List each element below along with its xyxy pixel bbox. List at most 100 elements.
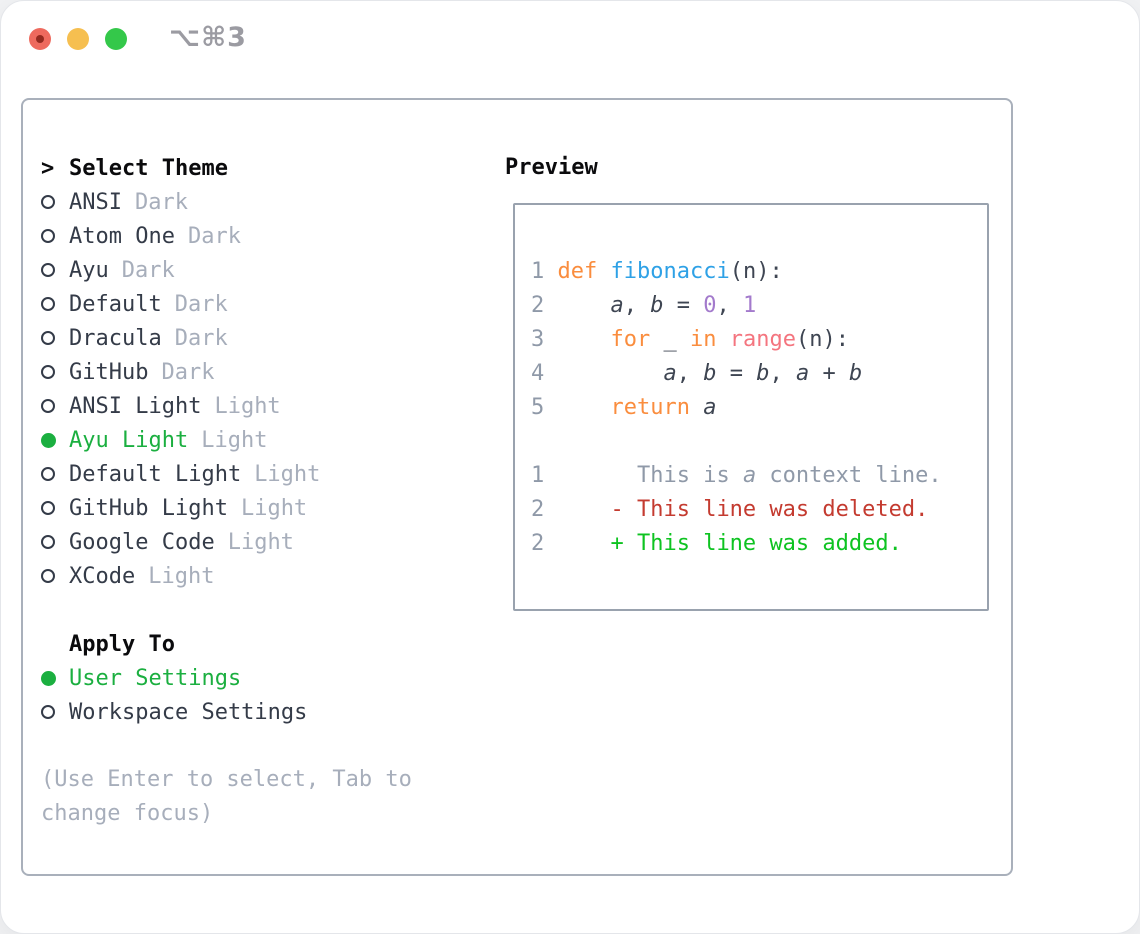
theme-item-google-code[interactable]: Google Code Light bbox=[41, 525, 496, 559]
line-number: 2 bbox=[531, 497, 558, 522]
code-segment: 0 bbox=[703, 293, 717, 318]
select-theme-title: Select Theme bbox=[69, 155, 228, 181]
theme-variant-badge: Dark bbox=[174, 325, 228, 351]
code-segment: + This line was added. bbox=[557, 531, 902, 556]
preview-column: Preview 1 def fibonacci(n):2 a, b = 0, 1… bbox=[505, 151, 1005, 611]
code-line: 1 This is a context line. bbox=[531, 459, 987, 493]
code-segment bbox=[558, 361, 664, 386]
code-segment: This is bbox=[557, 463, 743, 488]
radio-icon bbox=[41, 297, 69, 311]
theme-item-ayu-light[interactable]: Ayu Light Light bbox=[41, 423, 496, 457]
radio-icon bbox=[41, 195, 69, 209]
titlebar: ⌥⌘3 bbox=[1, 1, 1139, 77]
code-segment: - This line was deleted. bbox=[557, 497, 929, 522]
theme-name: GitHub Light bbox=[69, 495, 228, 521]
theme-variant-badge: Light bbox=[148, 563, 215, 589]
code-segment: (n): bbox=[729, 259, 783, 284]
code-segment: b bbox=[703, 361, 717, 386]
code-line: 1 def fibonacci(n): bbox=[531, 255, 987, 289]
line-number: 3 bbox=[531, 327, 558, 352]
code-segment: _ bbox=[650, 327, 690, 352]
code-segment: def bbox=[557, 259, 598, 284]
apply-option-user-settings[interactable]: User Settings bbox=[41, 661, 496, 695]
radio-icon bbox=[41, 263, 69, 277]
theme-variant-badge: Dark bbox=[161, 359, 215, 385]
code-segment: fibonacci bbox=[610, 259, 730, 284]
code-segment: a bbox=[742, 463, 757, 488]
line-number: 5 bbox=[531, 395, 558, 420]
code-segment: = bbox=[663, 293, 704, 318]
theme-variant-badge: Dark bbox=[187, 223, 241, 249]
theme-name: Ayu Light bbox=[69, 427, 189, 453]
code-segment: a bbox=[663, 361, 677, 386]
code-segment: , bbox=[623, 293, 651, 318]
radio-selected-icon bbox=[41, 432, 69, 448]
code-segment: return bbox=[610, 395, 690, 420]
code-segment bbox=[690, 395, 703, 420]
theme-variant-badge: Light bbox=[201, 427, 268, 453]
code-segment: range bbox=[729, 327, 796, 352]
traffic-lights bbox=[29, 28, 127, 50]
line-number: 4 bbox=[531, 361, 558, 386]
code-segment: (n): bbox=[795, 327, 849, 352]
theme-name: Default Light bbox=[69, 461, 242, 487]
code-segment: a bbox=[703, 395, 717, 420]
radio-icon bbox=[41, 535, 69, 549]
code-segment: b bbox=[650, 293, 664, 318]
radio-icon bbox=[41, 501, 69, 515]
close-button[interactable] bbox=[29, 28, 51, 50]
apply-option-label: Workspace Settings bbox=[69, 699, 308, 725]
theme-name: Google Code bbox=[69, 529, 215, 555]
apply-to-header: Apply To bbox=[41, 627, 496, 661]
theme-name: Dracula bbox=[69, 325, 162, 351]
apply-option-workspace-settings[interactable]: Workspace Settings bbox=[41, 695, 496, 729]
code-segment: for bbox=[610, 327, 651, 352]
theme-name: ANSI Light bbox=[69, 393, 202, 419]
apply-to-title: Apply To bbox=[69, 631, 175, 657]
radio-icon bbox=[41, 365, 69, 379]
code-line: 3 for _ in range(n): bbox=[531, 323, 987, 357]
code-segment: , bbox=[676, 361, 704, 386]
radio-icon bbox=[41, 569, 69, 583]
line-number: 1 bbox=[531, 259, 558, 284]
window-title: ⌥⌘3 bbox=[169, 22, 247, 53]
theme-variant-badge: Light bbox=[227, 529, 294, 555]
line-number: 1 bbox=[531, 463, 558, 488]
hint-text: (Use Enter to select, Tab to change focu… bbox=[41, 767, 412, 826]
code-line bbox=[531, 425, 987, 459]
code-segment bbox=[558, 293, 611, 318]
code-segment: + bbox=[809, 361, 849, 386]
theme-item-xcode[interactable]: XCode Light bbox=[41, 559, 496, 593]
code-segment: context line. bbox=[756, 463, 942, 488]
radio-icon bbox=[41, 399, 69, 413]
code-segment: 1 bbox=[742, 293, 757, 318]
code-line: 4 a, b = b, a + b bbox=[531, 357, 987, 391]
code-line: 2 - This line was deleted. bbox=[531, 493, 987, 527]
theme-variant-badge: Dark bbox=[121, 257, 175, 283]
theme-variant-badge: Dark bbox=[174, 291, 228, 317]
theme-item-dracula[interactable]: Dracula Dark bbox=[41, 321, 496, 355]
apply-option-label: User Settings bbox=[69, 665, 242, 691]
code-segment bbox=[558, 395, 611, 420]
code-line: 2 + This line was added. bbox=[531, 527, 987, 561]
minimize-button[interactable] bbox=[67, 28, 89, 50]
radio-icon bbox=[41, 467, 69, 481]
preview-title: Preview bbox=[505, 155, 598, 180]
code-line: 5 return a bbox=[531, 391, 987, 425]
code-segment bbox=[716, 327, 729, 352]
code-segment bbox=[558, 327, 611, 352]
theme-name: XCode bbox=[69, 563, 136, 589]
code-segment: b bbox=[756, 361, 770, 386]
code-segment: , bbox=[769, 361, 796, 386]
radio-selected-icon bbox=[41, 670, 69, 686]
zoom-button[interactable] bbox=[105, 28, 127, 50]
